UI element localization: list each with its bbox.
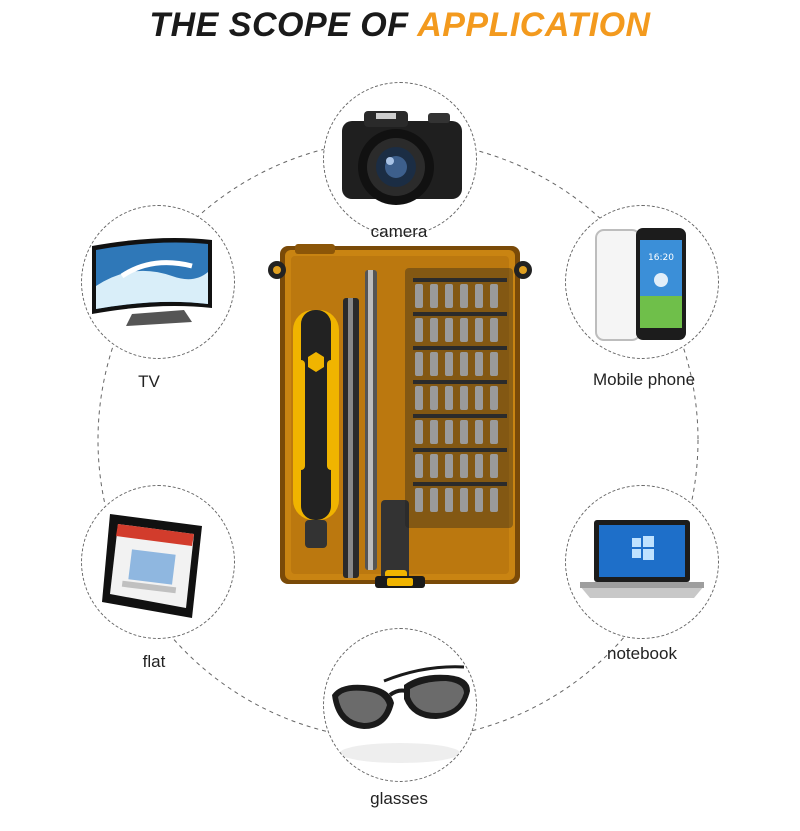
title-part-1: THE SCOPE OF xyxy=(149,6,418,44)
glasses-label: glasses xyxy=(370,789,428,808)
svg-text:16:20: 16:20 xyxy=(648,253,674,263)
tablet-node xyxy=(81,485,235,639)
camera-icon xyxy=(342,111,462,205)
mobile-phone-label: Mobile phone xyxy=(592,370,696,389)
notebook-label: notebook xyxy=(607,644,677,663)
camera-label: camera xyxy=(370,222,428,241)
mobile-phone-node: 16:20 xyxy=(565,205,719,359)
notebook-icon xyxy=(580,520,704,598)
camera-node xyxy=(323,82,477,236)
glasses-icon xyxy=(332,665,470,763)
mobile-phone-icon: 16:20 xyxy=(595,228,686,341)
screwdriver-kit-icon xyxy=(268,244,532,588)
tablet-icon xyxy=(102,514,202,618)
tv-node xyxy=(81,205,235,359)
page-title: THE SCOPE OF APPLICATION xyxy=(0,6,800,45)
notebook-node xyxy=(565,485,719,639)
glasses-node xyxy=(323,628,477,782)
tv-icon xyxy=(92,238,212,326)
tv-label: TV xyxy=(138,372,160,391)
tablet-label: flat xyxy=(142,652,166,671)
title-part-2: APPLICATION xyxy=(417,6,651,44)
